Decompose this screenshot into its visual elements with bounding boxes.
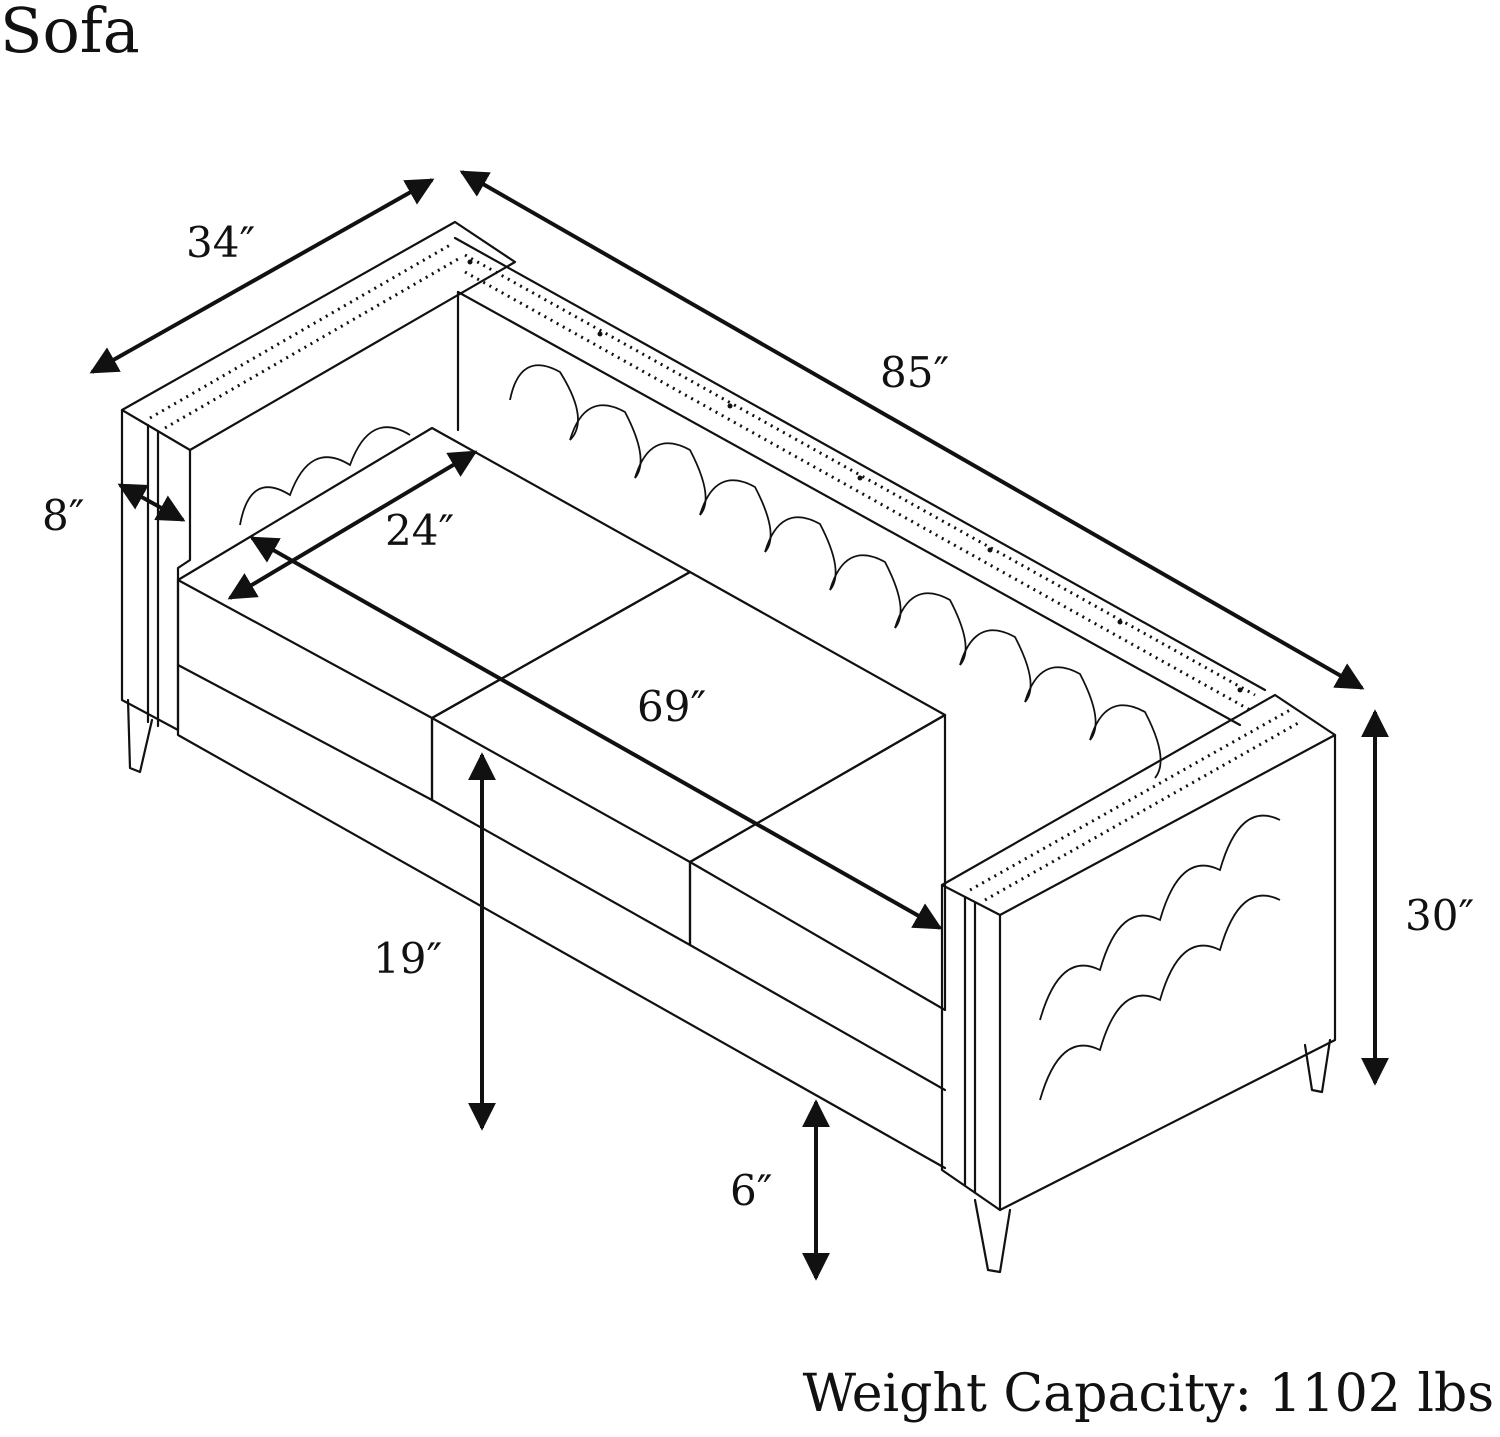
- dim-label-seat-height: 19″: [373, 934, 443, 983]
- tuft-arc: [959, 629, 1032, 703]
- dim-label-seat-depth: 24″: [385, 506, 455, 555]
- tuft-arc: [1039, 814, 1281, 1021]
- nailhead-row: [984, 720, 1301, 902]
- tuft-arc: [1039, 894, 1281, 1101]
- dim-label-depth: 34″: [186, 218, 256, 267]
- back-tufting: [239, 364, 1281, 1101]
- right-leg-back: [1303, 1038, 1332, 1094]
- nailhead-row: [969, 708, 1291, 892]
- right-arm-outline: [940, 693, 1337, 1212]
- nailhead: [857, 475, 863, 481]
- tuft-arc: [634, 442, 707, 516]
- weight-capacity: Weight Capacity: 1102 lbs: [802, 1364, 1494, 1424]
- dim-label-leg-height: 6″: [730, 1166, 773, 1215]
- tuft-arc: [894, 592, 967, 666]
- dim-label-length: 85″: [880, 348, 950, 397]
- sofa-back-top: [453, 236, 1267, 692]
- nailhead: [597, 331, 603, 337]
- dim-label-height: 30″: [1405, 891, 1475, 940]
- tuft-arc: [1089, 704, 1162, 779]
- tuft-arc: [569, 404, 642, 479]
- tuft-arc: [829, 554, 902, 629]
- dim-arrow-seat-width: [249, 536, 943, 930]
- nailhead-row: [164, 256, 461, 430]
- tuft-arc: [1024, 666, 1097, 741]
- cushion-left-front: [176, 578, 434, 802]
- nailhead-row: [464, 270, 1251, 712]
- left-arm-front: [120, 408, 192, 452]
- nailhead-rows: [149, 243, 1301, 902]
- nailhead-row: [464, 253, 1256, 697]
- dim-arrow-depth: [89, 178, 435, 374]
- dim-arrow-arm-width: [117, 483, 186, 522]
- right-leg-front: [973, 1198, 1012, 1274]
- nailhead-row: [149, 243, 451, 420]
- page-title: Sofa: [0, 0, 140, 67]
- right-arm-top-front: [940, 733, 1337, 917]
- dim-label-arm-width: 8″: [42, 491, 85, 540]
- tuft-arc: [699, 479, 772, 553]
- nailhead-trim: [467, 259, 1243, 693]
- tuft-arc: [509, 364, 579, 441]
- tuft-arc: [764, 516, 837, 591]
- cushion-left: [176, 426, 692, 720]
- sofa-base: [176, 663, 947, 1170]
- cushion-middle-front: [430, 716, 692, 947]
- dim-arrow-length: [459, 170, 1365, 690]
- dim-label-seat-width: 69″: [637, 682, 707, 731]
- cushion-right-front: [688, 860, 947, 1092]
- nailhead: [727, 403, 733, 409]
- left-leg: [126, 698, 154, 774]
